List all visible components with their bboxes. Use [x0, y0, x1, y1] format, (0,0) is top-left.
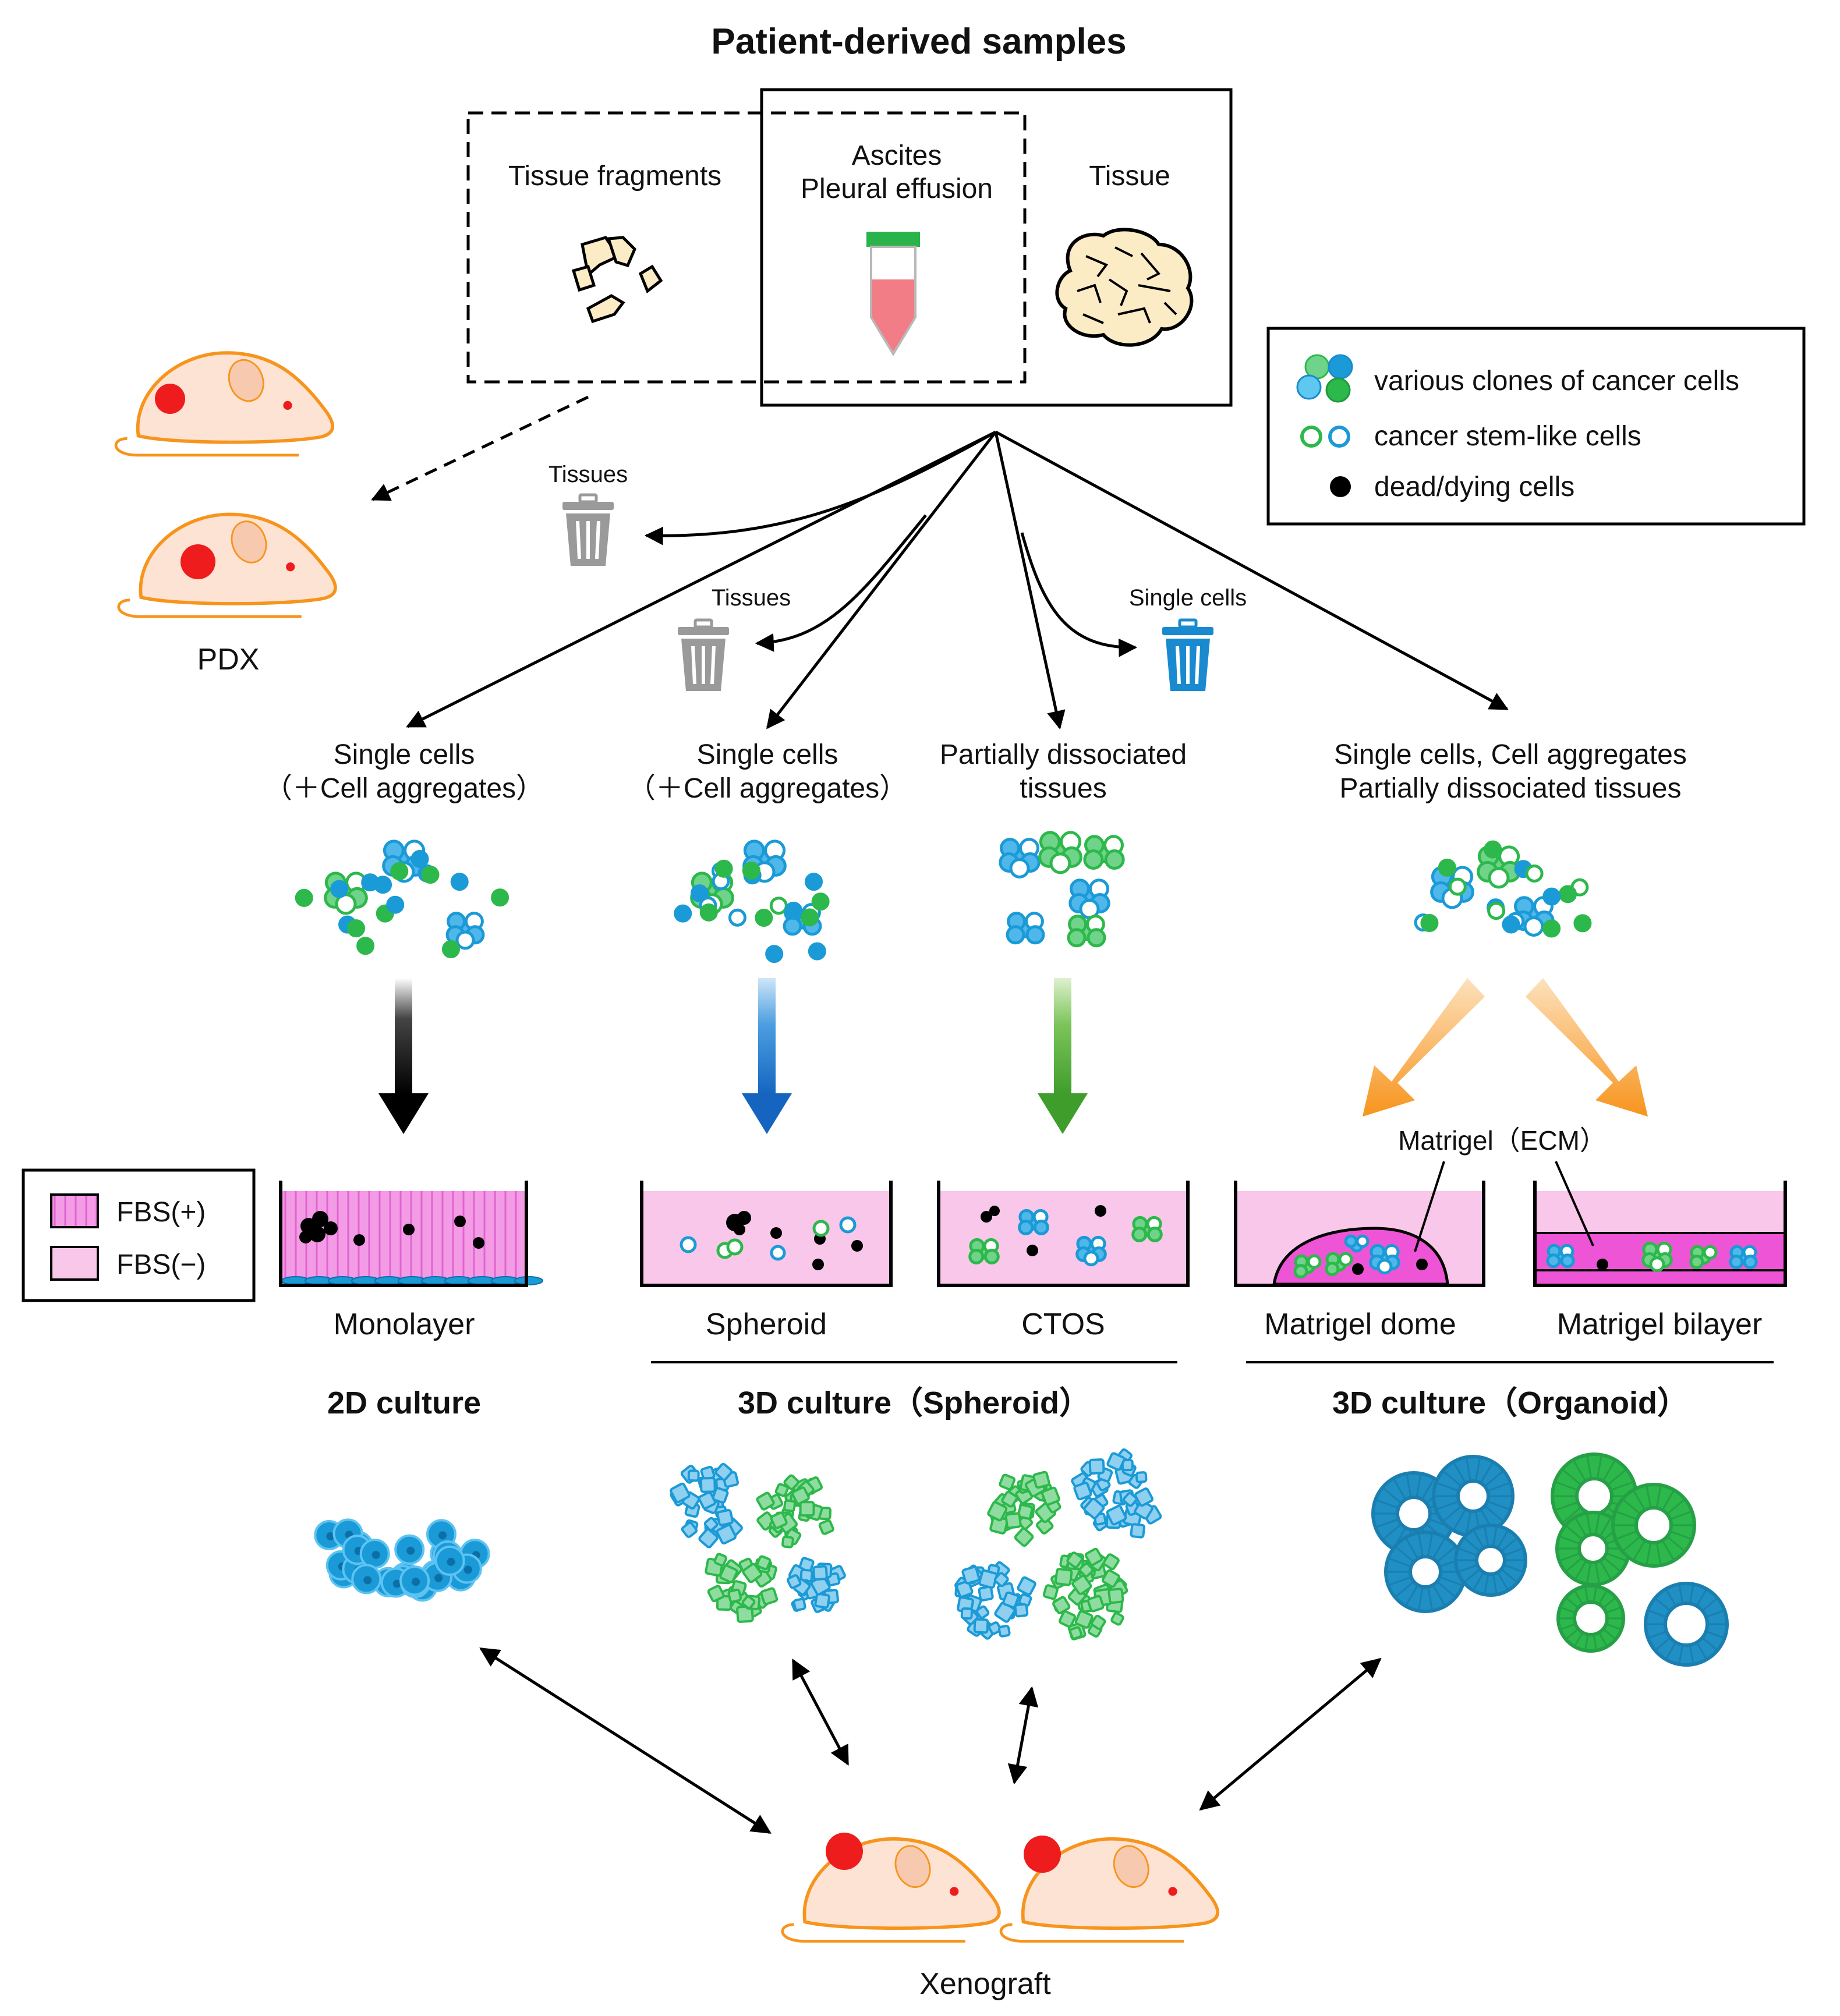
tissue-fragments-icon [571, 236, 663, 324]
col2-input-line2: （＋Cell aggregates） [628, 773, 907, 804]
discard-tissues-label-a: Tissues [549, 462, 628, 487]
hub-arrows [406, 430, 1509, 730]
ascites-label: Ascites [852, 140, 942, 171]
xenograft-mouse-left [783, 1833, 999, 1941]
pdx-label: PDX [197, 643, 260, 676]
solid-sample-box [760, 88, 1233, 407]
col3-input-line2: tissues [1020, 773, 1106, 804]
pdx-dashed-arrow [371, 395, 589, 501]
clones-legend-icon [1296, 354, 1353, 403]
dead-legend-icon [1330, 476, 1351, 497]
cell-cluster-col4 [1414, 840, 1592, 938]
arrow-ctos [1038, 978, 1088, 1134]
tube-icon [866, 232, 920, 356]
fbs-legend-box [22, 1168, 256, 1302]
pdx-mouse-bottom [119, 515, 335, 617]
trash-icon-b [678, 620, 729, 691]
ctos-well [937, 1181, 1190, 1287]
dead-legend-label: dead/dying cells [1374, 472, 1574, 502]
tissue-label: Tissue [1089, 161, 1170, 192]
arrow-organoid-right [1526, 978, 1648, 1117]
dashed-sample-box [466, 111, 1027, 384]
organoid-illustration [1371, 1452, 1729, 1667]
spheroid-well [640, 1181, 893, 1287]
col4-input-line1: Single cells, Cell aggregates [1334, 739, 1687, 770]
clones-legend-label: various clones of cancer cells [1374, 366, 1739, 396]
group-organoid-label: 3D culture（Organoid） [1332, 1386, 1689, 1420]
stem-legend-label: cancer stem-like cells [1374, 421, 1641, 452]
diagram-title: Patient-derived samples [711, 22, 1126, 62]
matrigel-bilayer-label: Matrigel bilayer [1557, 1308, 1763, 1341]
pleural-effusion-label: Pleural effusion [801, 173, 993, 204]
trash-icon-c [1162, 620, 1213, 691]
col3-input-line1: Partially dissociated [940, 739, 1187, 770]
discard-tissues-label-b: Tissues [712, 585, 791, 611]
col1-input-line1: Single cells [334, 739, 475, 770]
tissue-icon [1055, 228, 1194, 347]
xenograft-label: Xenograft [919, 1967, 1051, 2001]
arrow-2d [378, 978, 429, 1134]
col4-input-line2: Partially dissociated tissues [1340, 773, 1682, 804]
cell-legend-box [1266, 327, 1806, 526]
fbs-plus-label: FBS(+) [116, 1197, 206, 1228]
fbs-minus-swatch [50, 1246, 99, 1281]
pdx-mouse-top [116, 353, 332, 455]
stem-legend-icon [1300, 426, 1350, 448]
matrigel-dome-well [1234, 1161, 1485, 1287]
col2-input-line1: Single cells [697, 739, 838, 770]
xenograft-mouse-right [1001, 1836, 1218, 1941]
ctos-illustration [954, 1448, 1162, 1641]
xenograft-arrows [479, 1647, 1382, 1834]
monolayer-well [279, 1181, 543, 1287]
matrigel-bilayer-well [1533, 1161, 1787, 1287]
matrigel-dome-label: Matrigel dome [1264, 1308, 1456, 1341]
tissue-fragments-label: Tissue fragments [508, 161, 721, 192]
fbs-plus-swatch [50, 1193, 99, 1228]
monolayer-cells-illustration [314, 1518, 490, 1602]
group-2d-label: 2D culture [327, 1386, 481, 1420]
arrow-organoid-left [1363, 978, 1485, 1117]
ctos-label: CTOS [1021, 1308, 1105, 1341]
matrigel-ecm-label: Matrigel（ECM） [1398, 1125, 1607, 1156]
trash-icon-a [562, 495, 614, 566]
col1-input-line2: （＋Cell aggregates） [264, 773, 544, 804]
cell-cluster-col2 [674, 839, 830, 963]
fbs-minus-label: FBS(−) [116, 1249, 206, 1280]
cell-cluster-col3 [999, 831, 1125, 948]
spheroid-illustration [670, 1462, 846, 1623]
group-spheroid-label: 3D culture（Spheroid） [738, 1386, 1091, 1420]
arrow-spheroid [742, 978, 792, 1134]
spheroid-label: Spheroid [706, 1308, 827, 1341]
discard-single-cells-label: Single cells [1129, 585, 1247, 611]
monolayer-label: Monolayer [334, 1308, 475, 1341]
cell-cluster-col1 [295, 839, 509, 959]
